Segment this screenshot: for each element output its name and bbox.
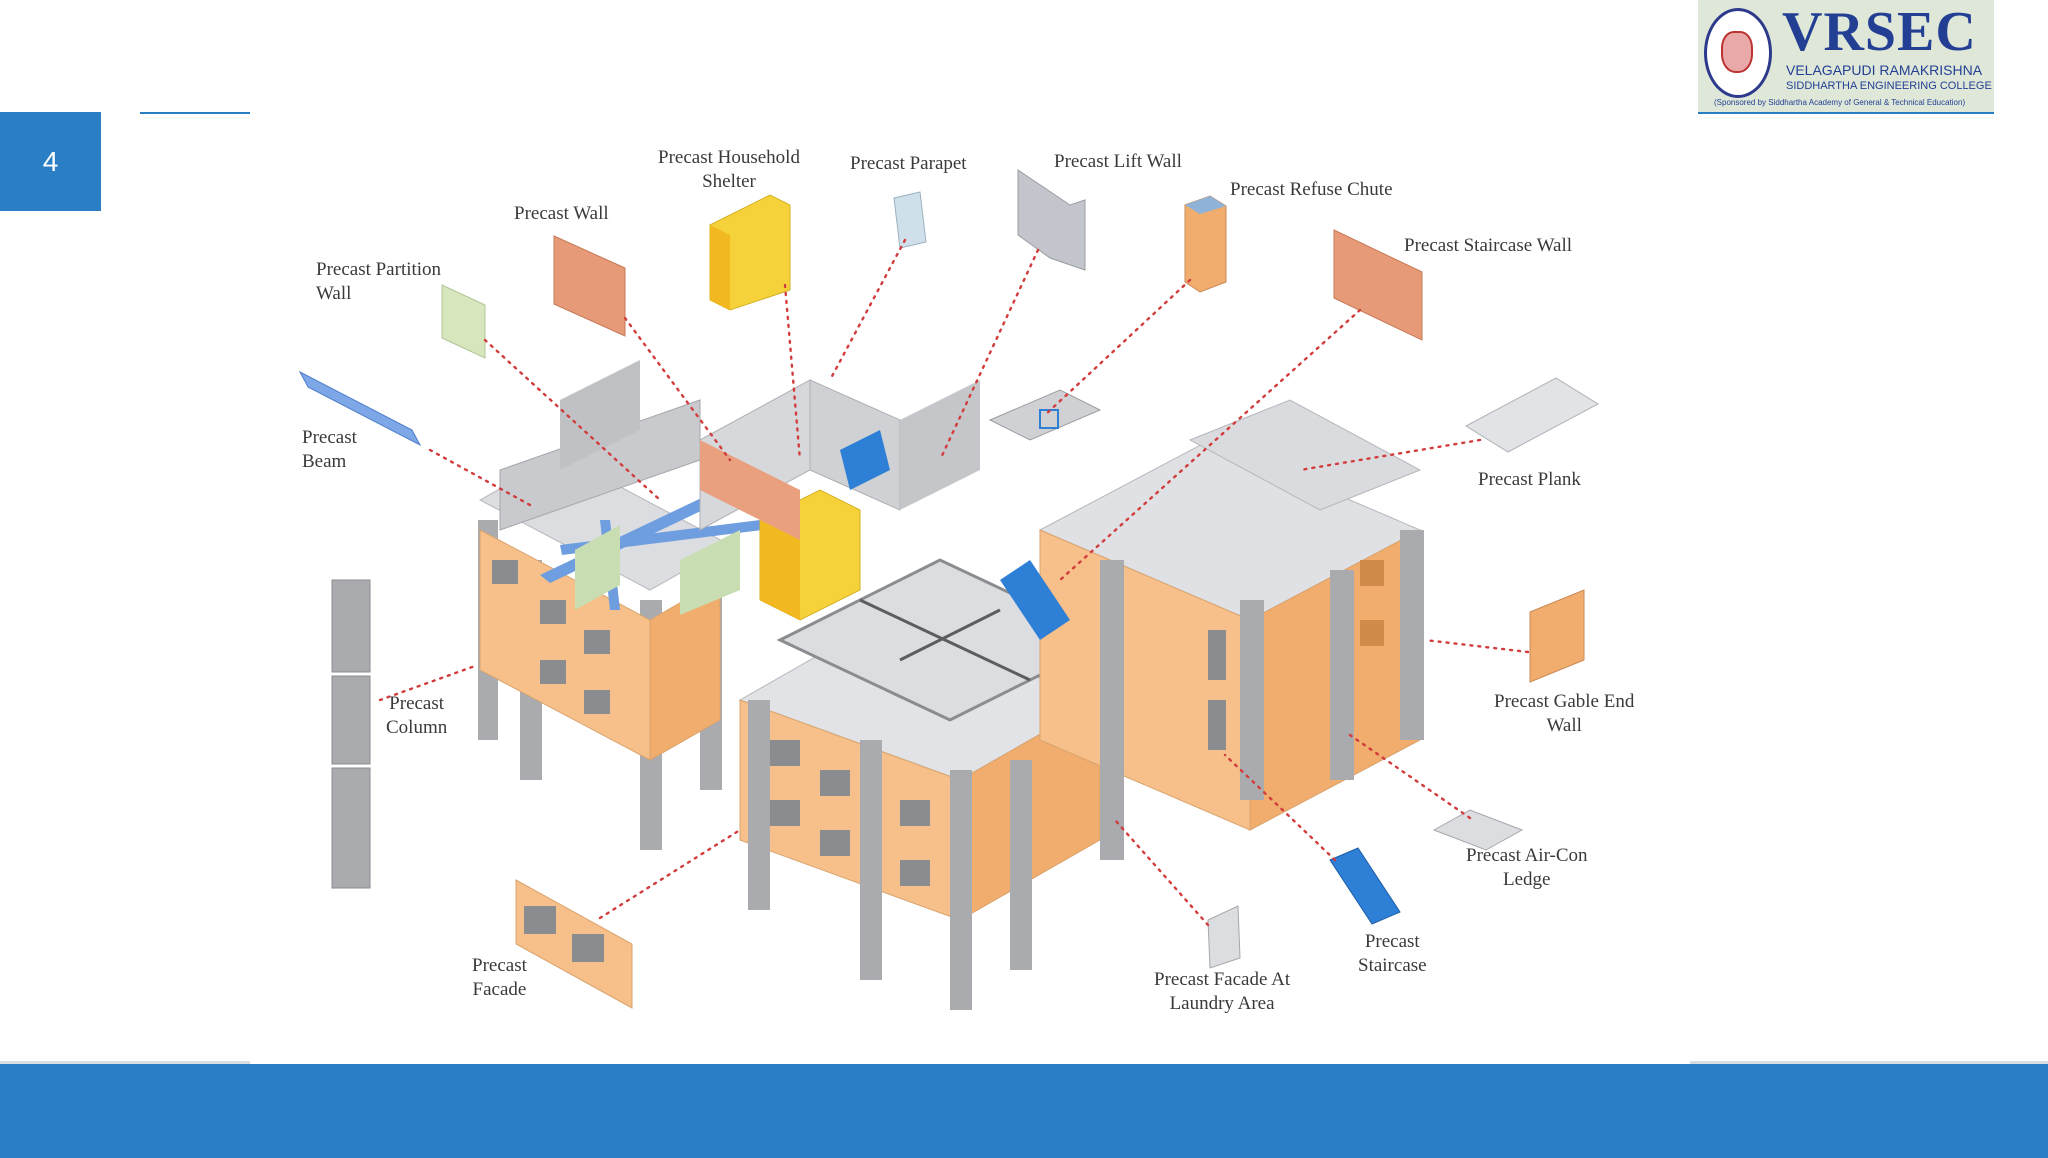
footer-edge-right bbox=[1690, 1061, 2048, 1065]
label-lift-wall: Precast Lift Wall bbox=[1054, 151, 1182, 172]
label-staircase: Precast Staircase bbox=[1358, 931, 1427, 976]
logo-line2: SIDDHARTHA ENGINEERING COLLEGE bbox=[1786, 80, 1992, 92]
label-column: Precast Column bbox=[386, 693, 448, 738]
label-refuse-chute: Precast Refuse Chute bbox=[1230, 179, 1393, 200]
label-aircon-ledge: Precast Air-Con Ledge bbox=[1466, 845, 1588, 890]
college-logo: VRSEC VELAGAPUDI RAMAKRISHNA SIDDHARTHA … bbox=[1698, 0, 1994, 114]
label-facade: Precast Facade bbox=[472, 955, 527, 1000]
title-underline bbox=[140, 112, 250, 114]
leader-lines bbox=[378, 238, 1530, 927]
label-parapet: Precast Parapet bbox=[850, 153, 967, 174]
label-partition-wall: Precast Partition Wall bbox=[316, 259, 442, 304]
label-beam: Precast Beam bbox=[302, 427, 357, 472]
label-household-shelter: Precast Household Shelter bbox=[658, 147, 800, 192]
footer-edge-left bbox=[0, 1061, 250, 1065]
exploded-components bbox=[298, 169, 1600, 1009]
building-assembly bbox=[478, 360, 1424, 1010]
label-facade-laundry: Precast Facade At Laundry Area bbox=[1154, 969, 1291, 1014]
logo-line1: VELAGAPUDI RAMAKRISHNA bbox=[1786, 62, 1983, 78]
slide-number: 4 bbox=[0, 112, 101, 211]
label-plank: Precast Plank bbox=[1478, 469, 1581, 490]
label-wall: Precast Wall bbox=[514, 203, 609, 224]
logo-name: VRSEC bbox=[1782, 1, 1977, 63]
label-staircase-wall: Precast Staircase Wall bbox=[1404, 235, 1573, 256]
logo-line3: (Sponsored by Siddhartha Academy of Gene… bbox=[1714, 98, 1966, 107]
footer-band bbox=[0, 1064, 2048, 1158]
label-gable-end-wall: Precast Gable End Wall bbox=[1494, 691, 1635, 736]
college-seal-icon bbox=[1704, 8, 1772, 98]
